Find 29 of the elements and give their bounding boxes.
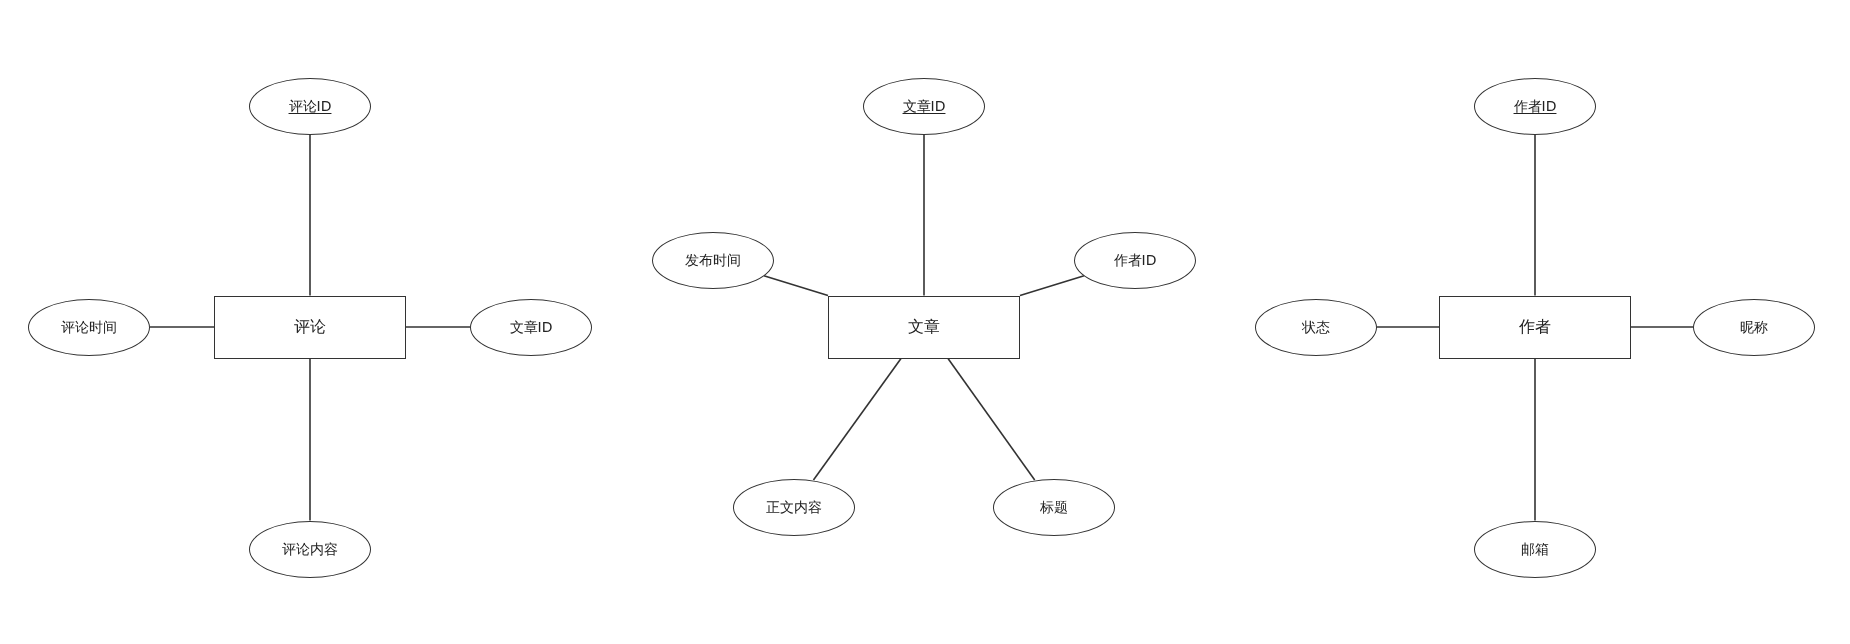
attribute-ellipse: 文章ID xyxy=(470,298,592,356)
attribute-ellipse: 状态 xyxy=(1255,298,1377,356)
connector-line xyxy=(309,357,311,522)
connector-line xyxy=(947,357,1036,481)
attribute-ellipse: 评论内容 xyxy=(249,520,371,578)
attribute-ellipse: 文章ID xyxy=(863,77,985,135)
connector-line xyxy=(309,133,311,297)
connector-line xyxy=(1376,326,1440,328)
connector-line xyxy=(149,326,215,328)
connector-line xyxy=(1534,133,1536,297)
attribute-ellipse: 作者ID xyxy=(1074,231,1196,289)
connector-line xyxy=(405,326,471,328)
attribute-ellipse: 邮箱 xyxy=(1474,520,1596,578)
connector-line xyxy=(1630,326,1694,328)
entity-box: 文章 xyxy=(828,295,1020,359)
connector-line xyxy=(763,274,829,297)
entity-box: 作者 xyxy=(1439,295,1631,359)
connector-line xyxy=(923,133,925,297)
attribute-ellipse: 正文内容 xyxy=(733,478,855,536)
connector-line xyxy=(812,357,902,481)
attribute-ellipse: 昵称 xyxy=(1693,298,1815,356)
connector-line xyxy=(1019,274,1085,297)
attribute-ellipse: 评论时间 xyxy=(28,298,150,356)
entity-box: 评论 xyxy=(214,295,406,359)
attribute-ellipse: 发布时间 xyxy=(652,231,774,289)
connector-line xyxy=(1534,357,1536,522)
attribute-ellipse: 标题 xyxy=(993,478,1115,536)
attribute-ellipse: 作者ID xyxy=(1474,77,1596,135)
attribute-ellipse: 评论ID xyxy=(249,77,371,135)
